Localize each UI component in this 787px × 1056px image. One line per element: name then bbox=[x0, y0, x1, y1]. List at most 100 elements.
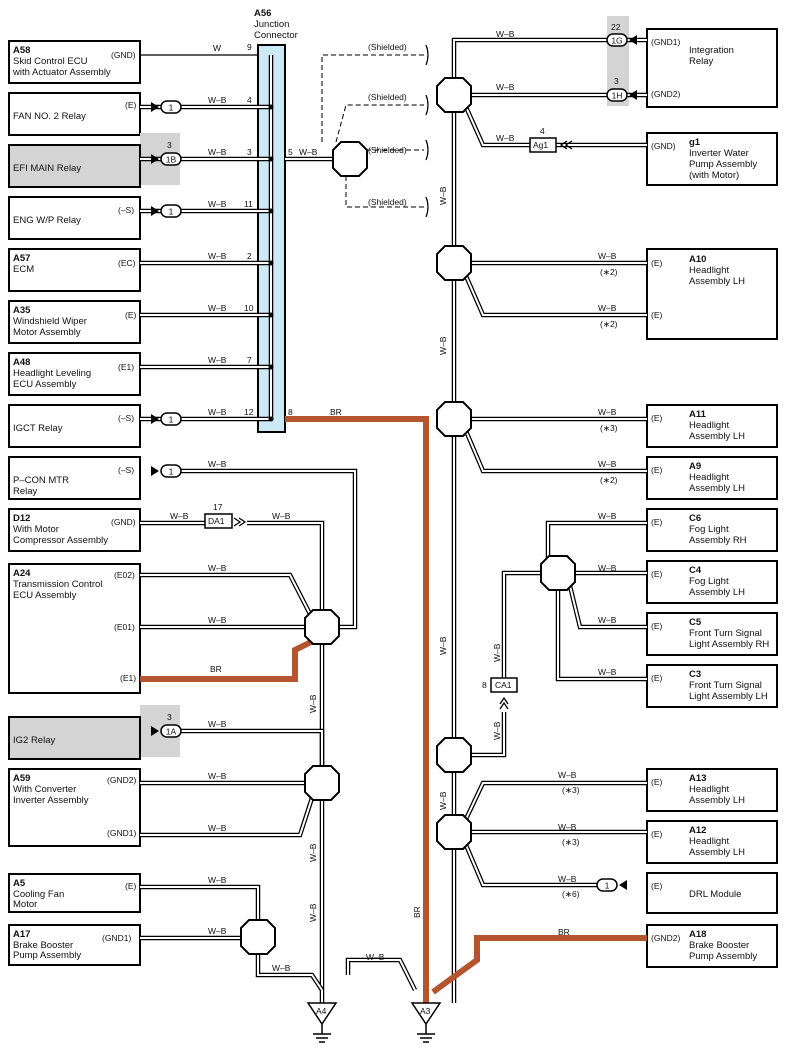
fog-node-to-c6 bbox=[545, 520, 647, 560]
component-c6-line: Fog Light bbox=[689, 524, 729, 535]
component-a18-code: A18 bbox=[689, 929, 706, 940]
wire-label: W bbox=[213, 43, 221, 53]
component-fan-no2-box bbox=[8, 92, 141, 136]
component-a5-line: Motor bbox=[13, 899, 37, 910]
terminal-label: (E) bbox=[651, 517, 663, 527]
to-drl bbox=[463, 844, 598, 888]
component-a57-line: ECM bbox=[13, 264, 34, 275]
terminal-label: (GND) bbox=[111, 517, 136, 527]
pill-label: 1 bbox=[169, 103, 174, 113]
component-c5-line: Light Assembly RH bbox=[689, 639, 769, 650]
left-components: A58 Skid Control ECU with Actuator Assem… bbox=[8, 40, 180, 966]
wire-label: W–B bbox=[208, 459, 227, 469]
component-a11-line: Assembly LH bbox=[689, 431, 745, 442]
component-a58-line: Skid Control ECU bbox=[13, 56, 88, 67]
component-pcon-line: P–CON MTR bbox=[13, 475, 69, 486]
wire-label: W–B bbox=[492, 643, 502, 662]
pin-label: 12 bbox=[244, 407, 254, 417]
component-d12-line: With Motor bbox=[13, 524, 59, 535]
pin-label: 4 bbox=[247, 95, 252, 105]
component-a58-line: with Actuator Assembly bbox=[12, 67, 111, 78]
connector-pin: 17 bbox=[213, 502, 223, 512]
a4-to-a3-link-inner bbox=[347, 959, 416, 991]
pill-label: 1 bbox=[605, 881, 610, 891]
connector-pill-engwp: 1 bbox=[151, 204, 182, 218]
wire-label: W–B bbox=[598, 615, 617, 625]
pin-label: 7 bbox=[247, 355, 252, 365]
node-to-a4-inner bbox=[257, 954, 323, 991]
component-a11-box bbox=[646, 404, 778, 448]
fog-node-to-c6-inner bbox=[547, 522, 647, 560]
component-a35-code: A35 bbox=[13, 305, 31, 316]
component-c4-line: Fog Light bbox=[689, 576, 729, 587]
pin-label: 3 bbox=[247, 147, 252, 157]
connector-pill-1g: 1G bbox=[606, 33, 637, 47]
a5-to-node-inner bbox=[140, 886, 259, 920]
joint-node bbox=[436, 401, 472, 437]
wire-label: W–B bbox=[208, 251, 227, 261]
terminal-label: (GND) bbox=[651, 141, 676, 151]
component-a35-box bbox=[8, 300, 141, 344]
wire-label: BR bbox=[558, 927, 570, 937]
wire-label: W–B bbox=[598, 511, 617, 521]
junction-dots bbox=[268, 104, 274, 422]
wire-label: W–B bbox=[208, 719, 227, 729]
terminal-label: (–S) bbox=[118, 205, 134, 215]
component-pcon-line: Relay bbox=[13, 486, 38, 497]
pin-label: 11 bbox=[244, 199, 253, 209]
component-c6-box bbox=[646, 508, 778, 552]
component-a35-line: Windshield Wiper bbox=[13, 316, 87, 327]
component-c3-line: Light Assembly LH bbox=[689, 691, 768, 702]
wire-label: W–B bbox=[308, 903, 318, 922]
component-a10-code: A10 bbox=[689, 254, 706, 265]
component-c6-line: Assembly RH bbox=[689, 535, 747, 546]
a5-to-node bbox=[140, 884, 261, 920]
connector-pill-pcon: 1 bbox=[151, 464, 182, 478]
wire-label: W–B bbox=[598, 251, 617, 261]
component-a11-line: Headlight bbox=[689, 420, 729, 431]
junction-code: A56 bbox=[254, 8, 271, 19]
fog-node-to-c5-inner bbox=[569, 585, 647, 628]
fog-node-to-c3 bbox=[555, 590, 647, 682]
component-g1-box bbox=[646, 132, 778, 186]
wire-label: W–B bbox=[598, 407, 617, 417]
wire-labels: W 9 W–B 4 W–B 3 W–B 11 W–B 2 W–B 10 W–B … bbox=[170, 29, 618, 973]
component-a12-line: Assembly LH bbox=[689, 847, 745, 858]
component-a57-box bbox=[8, 248, 141, 292]
connector-ca1 bbox=[490, 677, 518, 693]
connector-da1 bbox=[204, 513, 233, 529]
component-a13-line: Assembly LH bbox=[689, 795, 745, 806]
br-wire bbox=[140, 637, 317, 682]
joint-nodes bbox=[240, 77, 576, 955]
component-a58-code: A58 bbox=[13, 45, 30, 56]
component-a18-line: Brake Booster bbox=[689, 940, 749, 951]
terminal-label: (E) bbox=[125, 881, 137, 891]
pin-label: 5 bbox=[288, 147, 293, 157]
note-label: (∗3) bbox=[562, 837, 580, 847]
component-a9-line: Headlight bbox=[689, 472, 729, 483]
component-g1-line: Pump Assembly bbox=[689, 159, 757, 170]
shielded-labels: (Shielded) (Shielded) (Shielded) (Shield… bbox=[368, 42, 407, 207]
pin-label: 2 bbox=[247, 251, 252, 261]
a24-e02-to-node-inner bbox=[140, 574, 311, 615]
wire-label: W–B bbox=[598, 303, 617, 313]
terminal-label: (E) bbox=[651, 777, 663, 787]
shielded-brackets bbox=[425, 44, 429, 218]
component-a58-box bbox=[8, 40, 141, 84]
component-a5-line: Cooling Fan bbox=[13, 889, 64, 900]
component-igct-label: IGCT Relay bbox=[13, 423, 63, 434]
wire-label: W–B bbox=[272, 963, 291, 973]
note-label: (∗2) bbox=[600, 319, 618, 329]
component-a48-box bbox=[8, 352, 141, 396]
connector-pill-efi: 1B bbox=[151, 152, 182, 166]
terminal-label: (EC) bbox=[118, 258, 136, 268]
terminal-label: (E) bbox=[651, 621, 663, 631]
connector-label: CA1 bbox=[495, 680, 512, 690]
component-a59-line: Inverter Assembly bbox=[13, 795, 89, 806]
pin-label: 8 bbox=[288, 407, 293, 417]
wire-label: W–B bbox=[308, 843, 318, 862]
br-wires bbox=[140, 416, 647, 1003]
wire-label: W–B bbox=[558, 822, 577, 832]
component-eng-wp-box bbox=[8, 196, 141, 240]
